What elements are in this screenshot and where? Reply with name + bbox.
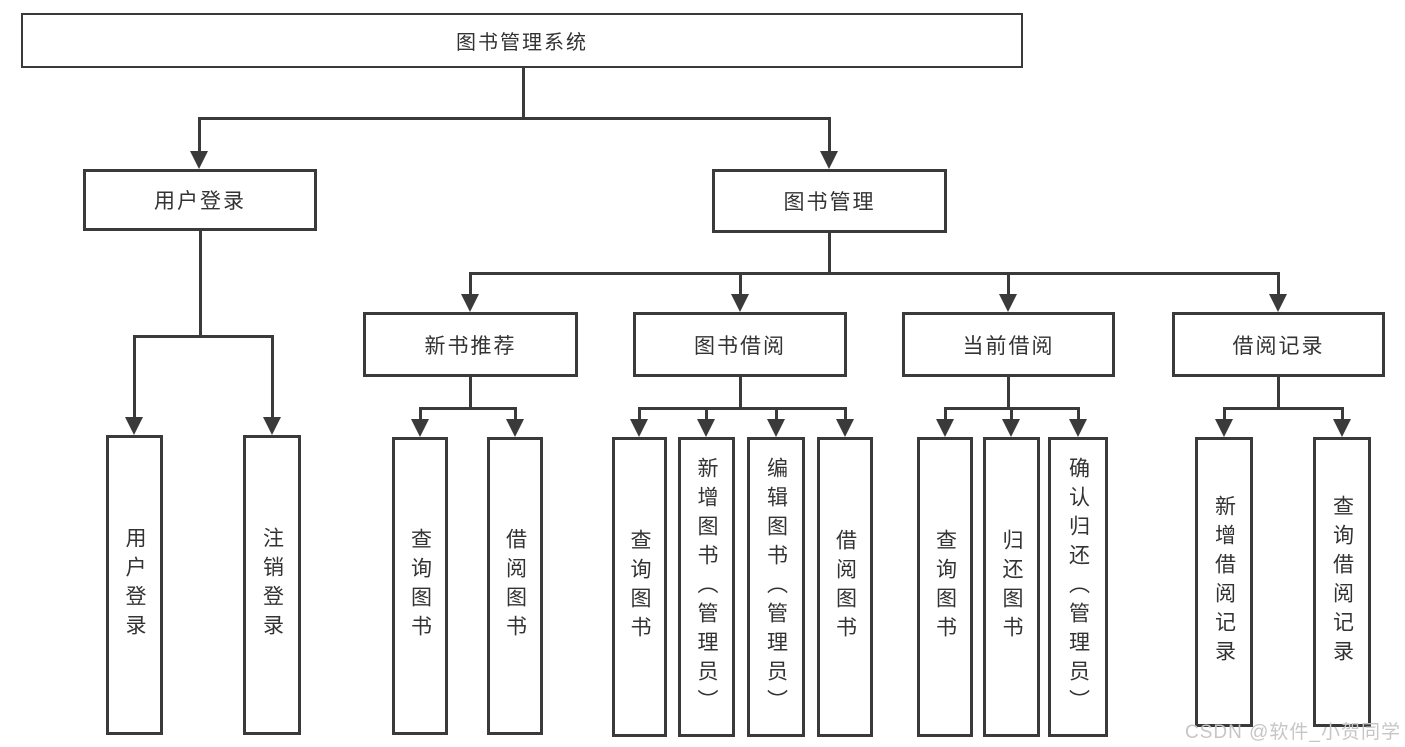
connector-line bbox=[469, 377, 472, 407]
connector-line bbox=[1223, 407, 1344, 410]
arrowhead-down-icon bbox=[411, 419, 429, 437]
node-label: 借阅图书 bbox=[503, 528, 527, 644]
arrowhead-down-icon bbox=[936, 419, 954, 437]
connector-line bbox=[419, 407, 517, 410]
leaf-query-borrow-record: 查询借阅记录 bbox=[1313, 437, 1371, 727]
node-book-management-branch: 图书管理 bbox=[712, 169, 947, 233]
leaf-confirm-return-admin: 确认归还（管理员） bbox=[1048, 437, 1108, 737]
connector-line bbox=[775, 407, 778, 421]
node-label: 新书推荐 bbox=[424, 334, 517, 358]
connector-line bbox=[1007, 272, 1010, 297]
connector-line bbox=[705, 407, 708, 421]
arrowhead-down-icon bbox=[731, 294, 749, 312]
arrowhead-down-icon bbox=[767, 419, 785, 437]
arrowhead-down-icon bbox=[630, 419, 648, 437]
leaf-add-borrow-record: 新增借阅记录 bbox=[1195, 437, 1253, 727]
leaf-borrow-books-1: 借阅图书 bbox=[487, 437, 543, 735]
arrowhead-down-icon bbox=[461, 294, 479, 312]
connector-line bbox=[1007, 377, 1010, 407]
node-borrowing-records: 借阅记录 bbox=[1172, 312, 1385, 377]
connector-line bbox=[638, 407, 847, 410]
node-label: 查询图书 bbox=[628, 529, 651, 645]
node-label: 图书管理 bbox=[783, 191, 876, 214]
leaf-query-books-1: 查询图书 bbox=[392, 437, 448, 735]
connector-line bbox=[1077, 407, 1080, 421]
connector-line bbox=[133, 335, 136, 419]
node-label: 新增借阅记录 bbox=[1212, 495, 1236, 669]
arrowhead-down-icon bbox=[1069, 419, 1087, 437]
csdn-watermark: CSDN @软件_小贺同学 bbox=[1185, 722, 1401, 743]
connector-line bbox=[828, 117, 831, 154]
connector-line bbox=[1277, 377, 1280, 407]
connector-line bbox=[739, 377, 742, 407]
arrowhead-down-icon bbox=[263, 417, 281, 435]
node-label: 查询图书 bbox=[408, 528, 432, 644]
node-book-borrowing: 图书借阅 bbox=[633, 312, 847, 377]
arrowhead-down-icon bbox=[697, 419, 715, 437]
node-label: 用户登录 bbox=[154, 190, 246, 213]
leaf-edit-books-admin: 编辑图书（管理员） bbox=[747, 437, 805, 737]
arrowhead-down-icon bbox=[999, 294, 1017, 312]
connector-line bbox=[1341, 407, 1344, 421]
arrowhead-down-icon bbox=[1002, 419, 1020, 437]
connector-line bbox=[638, 407, 641, 421]
node-label: 注销登录 bbox=[260, 527, 284, 643]
node-label: 查询借阅记录 bbox=[1330, 495, 1354, 669]
node-label: 图书借阅 bbox=[694, 334, 786, 358]
connector-line bbox=[1223, 407, 1226, 421]
connector-line bbox=[514, 407, 517, 421]
connector-line bbox=[739, 272, 742, 297]
node-new-book-recommend: 新书推荐 bbox=[363, 312, 578, 377]
connector-line bbox=[199, 231, 202, 335]
connector-line bbox=[522, 68, 525, 117]
node-current-borrowing: 当前借阅 bbox=[902, 312, 1115, 377]
arrowhead-down-icon bbox=[506, 419, 524, 437]
node-label: 编辑图书（管理员） bbox=[764, 456, 788, 718]
node-label: 用户登录 bbox=[123, 527, 146, 643]
arrowhead-down-icon bbox=[836, 419, 854, 437]
connector-line bbox=[469, 272, 472, 297]
node-label: 新增图书（管理员） bbox=[695, 456, 718, 718]
connector-line bbox=[1277, 272, 1280, 297]
node-label: 借阅图书 bbox=[833, 529, 857, 645]
connector-line bbox=[828, 233, 831, 272]
arrowhead-down-icon bbox=[820, 151, 838, 169]
node-user-login-branch: 用户登录 bbox=[83, 169, 317, 231]
node-label: 确认归还（管理员） bbox=[1066, 456, 1090, 718]
leaf-query-books-3: 查询图书 bbox=[917, 437, 973, 737]
connector-line bbox=[469, 272, 1280, 275]
leaf-add-books-admin: 新增图书（管理员） bbox=[678, 437, 735, 737]
connector-line bbox=[133, 335, 274, 338]
connector-line bbox=[844, 407, 847, 421]
arrowhead-down-icon bbox=[190, 151, 208, 169]
connector-line bbox=[944, 407, 947, 421]
leaf-user-login: 用户登录 bbox=[106, 435, 163, 735]
arrowhead-down-icon bbox=[1215, 419, 1233, 437]
connector-line bbox=[419, 407, 422, 421]
connector-line bbox=[198, 117, 830, 120]
leaf-borrow-books-2: 借阅图书 bbox=[817, 437, 873, 737]
arrowhead-down-icon bbox=[1269, 294, 1287, 312]
node-label: 归还图书 bbox=[1000, 529, 1023, 645]
arrowhead-down-icon bbox=[1333, 419, 1351, 437]
leaf-query-books-2: 查询图书 bbox=[612, 437, 667, 737]
leaf-logout: 注销登录 bbox=[243, 435, 301, 735]
arrowhead-down-icon bbox=[125, 417, 143, 435]
node-label: 借阅记录 bbox=[1232, 334, 1325, 358]
connector-line bbox=[198, 117, 201, 154]
connector-line bbox=[1010, 407, 1013, 421]
node-label: 查询图书 bbox=[933, 529, 957, 645]
node-label: 当前借阅 bbox=[962, 334, 1055, 358]
connector-line bbox=[271, 335, 274, 419]
node-label: 图书管理系统 bbox=[456, 32, 588, 54]
node-library-management-system: 图书管理系统 bbox=[21, 13, 1023, 68]
leaf-return-books: 归还图书 bbox=[983, 437, 1040, 737]
